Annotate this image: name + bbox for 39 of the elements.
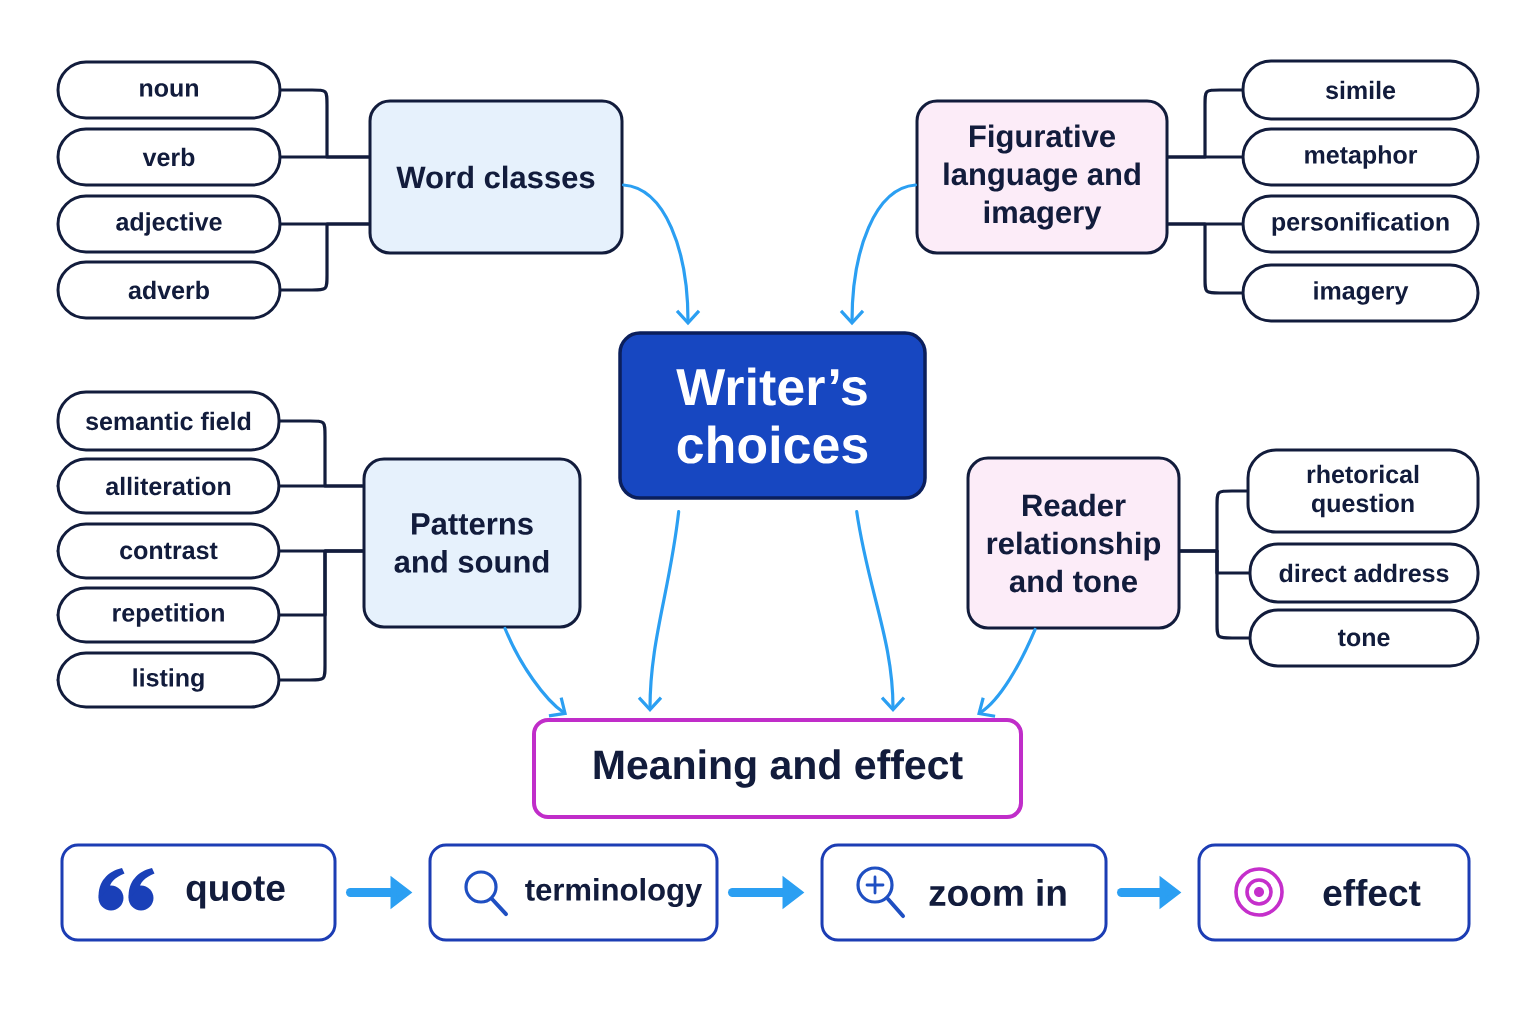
step-box: terminology <box>428 843 719 942</box>
connector-line <box>1166 155 1244 159</box>
term-box: direct address <box>1248 542 1480 604</box>
term-box: contrast <box>56 522 281 580</box>
term-box: imagery <box>1241 263 1480 323</box>
term-box: tone <box>1248 608 1480 668</box>
arrow <box>977 627 1037 718</box>
arrow <box>621 183 701 326</box>
step-box: zoom in <box>820 843 1108 942</box>
category-box: Patterns and sound <box>362 457 582 629</box>
term-box: alliteration <box>56 457 281 515</box>
arrow <box>855 510 906 712</box>
connector-line <box>278 549 365 682</box>
term-box: noun <box>56 60 282 120</box>
term-box: adjective <box>56 194 282 254</box>
term-box: semantic field <box>56 390 281 452</box>
step-box: effect <box>1197 843 1471 942</box>
connector-line <box>278 484 365 488</box>
central-box: Writer’s choices <box>618 331 927 500</box>
category-box: Reader relationship and tone <box>966 456 1181 630</box>
term-box: verb <box>56 127 282 187</box>
term-box: simile <box>1241 59 1480 121</box>
arrow <box>503 626 568 718</box>
connector-line <box>1166 222 1244 295</box>
connector-line <box>279 155 371 159</box>
category-box: Figurative language and imagery <box>915 99 1169 255</box>
term-box: rhetorical question <box>1246 448 1480 534</box>
term-box: repetition <box>56 586 281 644</box>
term-box: listing <box>56 651 281 709</box>
arrow <box>839 183 918 326</box>
category-box: Word classes <box>368 99 624 255</box>
outcome-box: Meaning and effect <box>532 718 1023 819</box>
term-box: metaphor <box>1241 127 1480 187</box>
term-box: adverb <box>56 260 282 320</box>
term-box: personification <box>1241 194 1480 254</box>
connector-line <box>1178 549 1251 640</box>
arrow <box>637 510 681 712</box>
step-box: quote <box>60 843 337 942</box>
connector-line <box>279 222 371 292</box>
